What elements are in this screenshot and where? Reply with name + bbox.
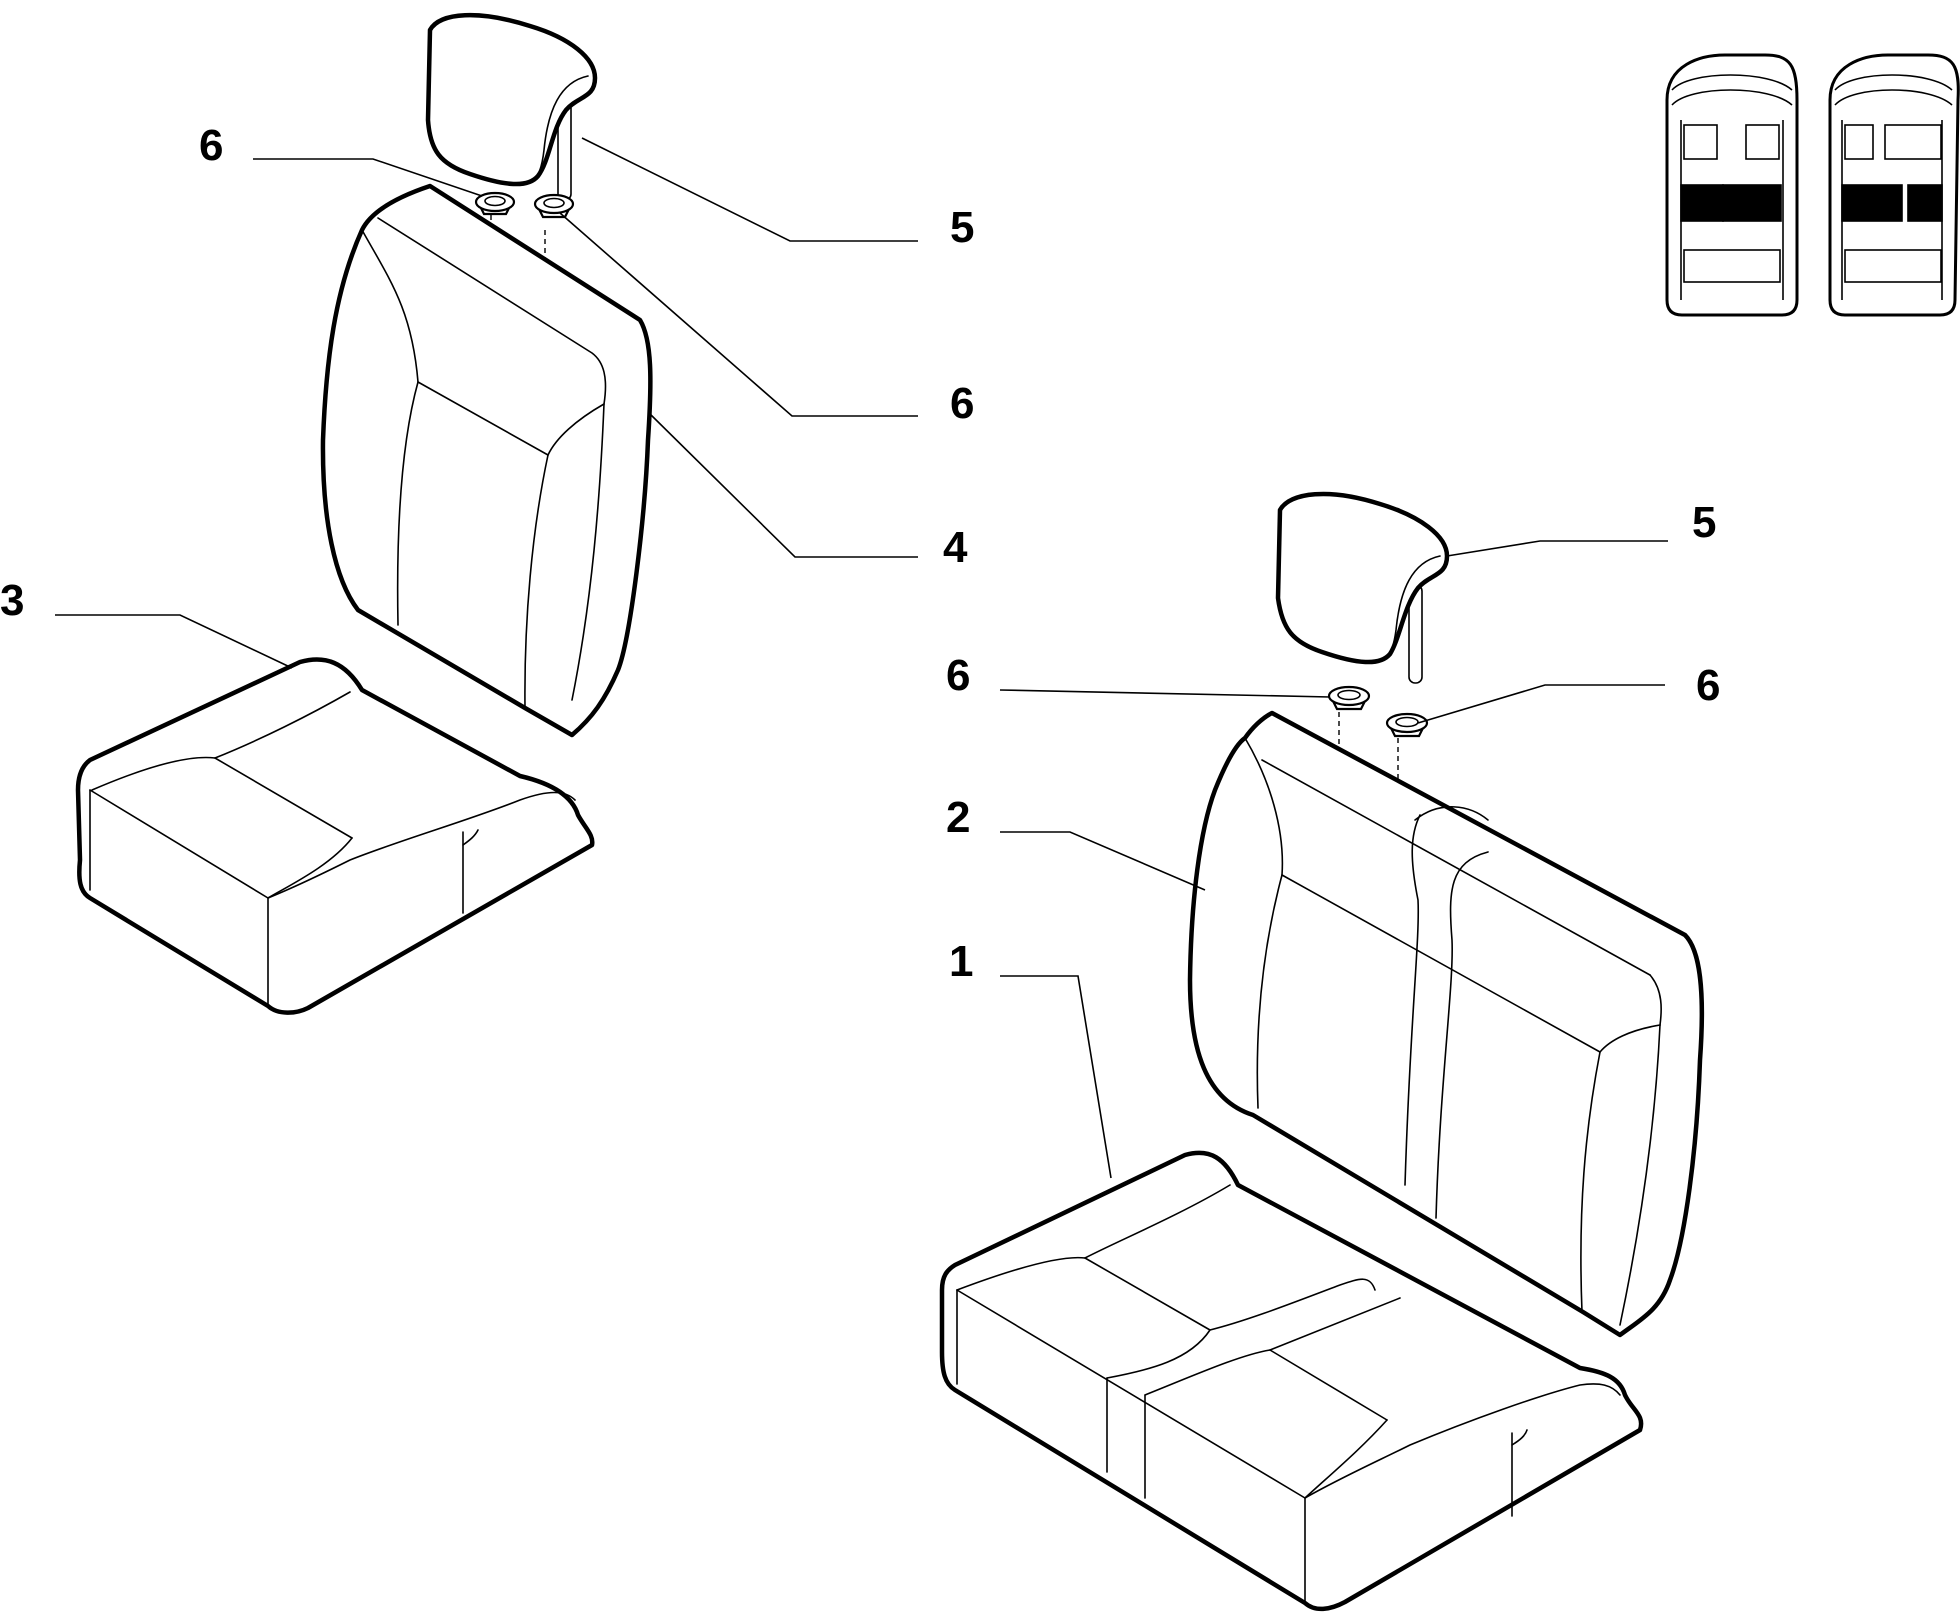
seat-a-right-highlight: [1722, 184, 1782, 222]
leader-5-left-headrest: [581, 137, 918, 242]
right-grommet-2[interactable]: [1385, 712, 1429, 738]
right-grommet-1[interactable]: [1327, 685, 1371, 711]
seat-layout-icon-b: [1828, 53, 1960, 317]
callout-5-right-headrest: 5: [1692, 498, 1716, 547]
left-grommets: [474, 191, 575, 306]
leader-6-left-second-grommet: [559, 212, 918, 417]
single-backrest[interactable]: [320, 183, 653, 738]
leader-6-left-grommet: [253, 158, 483, 197]
left-grommet-1[interactable]: [474, 191, 516, 216]
left-headrest[interactable]: [425, 12, 598, 201]
double-seat-assembly: [939, 491, 1705, 1612]
seat-b-right-highlight: [1907, 184, 1943, 222]
callout-1-double-cushion: 1: [949, 937, 973, 986]
seat-layout-icon-a: [1665, 53, 1799, 317]
callout-6-left-grommet: 6: [199, 121, 223, 170]
single-seat-assembly: [75, 12, 653, 1015]
leader-1-double-cushion: [1000, 975, 1112, 1179]
callout-labels: 6 5 6 4 3 5 6 6 2 1: [0, 121, 1720, 986]
leader-6-right-grommet-b: [1417, 684, 1665, 724]
single-cushion[interactable]: [75, 657, 595, 1015]
seat-a-left-highlight: [1680, 184, 1724, 222]
left-grommet-2[interactable]: [533, 193, 575, 219]
callout-6-right-grommet-b: 6: [1696, 661, 1720, 710]
leader-3-single-cushion: [55, 614, 293, 669]
double-backrest[interactable]: [1187, 710, 1705, 1338]
leader-2-double-backrest: [1000, 831, 1206, 891]
callout-3-single-cushion: 3: [0, 576, 24, 625]
callout-6-right-grommet-a: 6: [946, 651, 970, 700]
seat-b-left-highlight: [1841, 184, 1903, 222]
callout-4-single-backrest: 4: [943, 523, 968, 572]
callout-5-left-headrest: 5: [950, 203, 974, 252]
leader-6-right-grommet-a: [999, 689, 1331, 698]
leader-lines: [55, 137, 1668, 1179]
callout-6-left-second-grommet: 6: [950, 379, 974, 428]
right-headrest[interactable]: [1275, 491, 1450, 684]
callout-2-double-backrest: 2: [946, 793, 970, 842]
leader-4-single-backrest: [647, 411, 918, 558]
double-cushion[interactable]: [939, 1150, 1644, 1612]
leader-5-right-headrest: [1446, 540, 1668, 557]
